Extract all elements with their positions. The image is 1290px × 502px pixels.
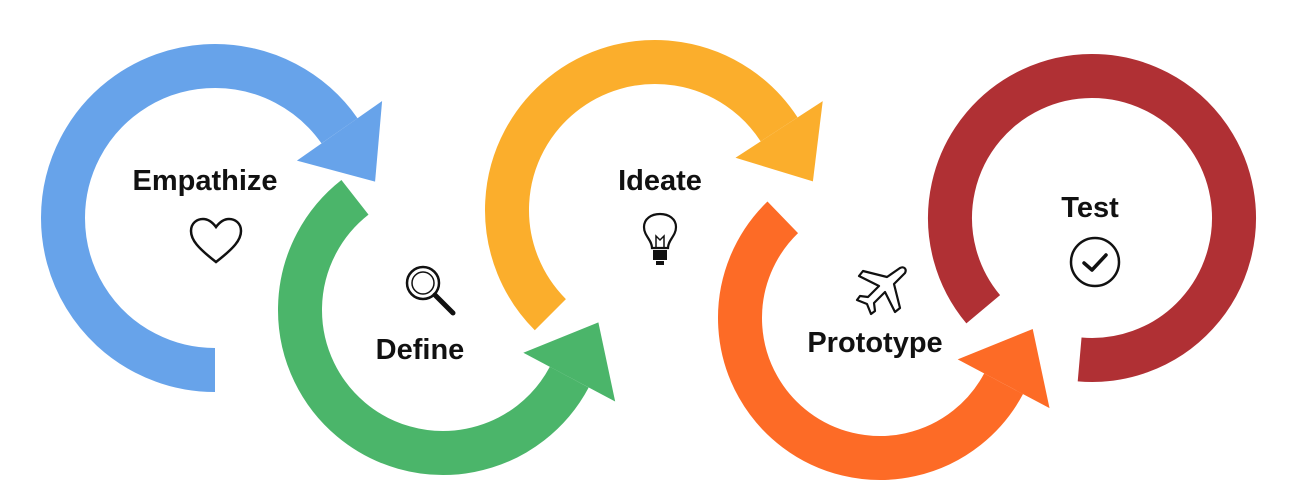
arc-ideate bbox=[485, 40, 798, 331]
stage-label-ideate: Ideate bbox=[618, 165, 702, 197]
arc-define bbox=[278, 180, 589, 475]
lightbulb-icon bbox=[642, 212, 678, 265]
stage-label-test: Test bbox=[1061, 192, 1119, 224]
arc-prototype bbox=[718, 201, 1024, 480]
check-circle-icon bbox=[1069, 236, 1121, 288]
stage-label-define: Define bbox=[375, 334, 465, 366]
stage-label-prototype: Prototype bbox=[807, 327, 943, 359]
arc-empathize bbox=[41, 44, 358, 392]
stage-label-empathize: Empathize bbox=[132, 165, 278, 197]
airplane-icon bbox=[855, 266, 907, 316]
arc-test bbox=[928, 54, 1256, 382]
arrowhead-prototype bbox=[957, 328, 1050, 409]
heart-icon bbox=[189, 217, 243, 264]
arrowhead-define bbox=[523, 322, 616, 402]
arrowhead-empathize bbox=[296, 100, 383, 182]
magnifier-icon bbox=[405, 265, 456, 316]
arrowhead-ideate bbox=[735, 101, 823, 182]
